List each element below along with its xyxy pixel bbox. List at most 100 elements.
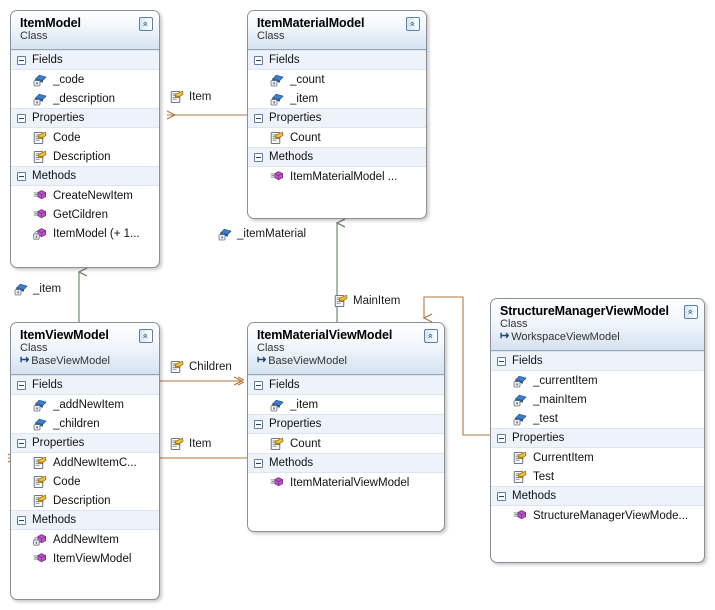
member-label: AddNewItemC... — [53, 456, 137, 469]
member-row[interactable]: Test — [491, 467, 704, 486]
collapse-chevron-icon[interactable]: « — [139, 329, 153, 343]
member-label: CurrentItem — [533, 451, 594, 464]
member-row[interactable]: CurrentItem — [491, 448, 704, 467]
method-icon — [33, 208, 46, 218]
member-row[interactable]: ItemMaterialViewModel — [248, 473, 444, 492]
collapse-box-icon[interactable] — [254, 113, 263, 123]
compartment-header-properties[interactable]: Properties — [491, 428, 704, 448]
connector-label-lbl-children[interactable]: Children — [170, 360, 232, 374]
member-row[interactable]: AddNewItemC... — [11, 453, 159, 472]
compartment-header-methods[interactable]: Methods — [11, 166, 159, 186]
member-row[interactable]: ItemModel (+ 1... — [11, 224, 159, 243]
method-icon — [513, 509, 526, 519]
member-row[interactable]: ItemMaterialModel ... — [248, 167, 426, 186]
member-label: CreateNewItem — [53, 189, 133, 202]
member-row[interactable]: _test — [491, 409, 704, 428]
connector-label-lbl-item-bottom[interactable]: Item — [170, 437, 211, 451]
collapse-box-icon[interactable] — [254, 55, 263, 65]
compartment-header-properties[interactable]: Properties — [248, 414, 444, 434]
connector-label-lbl-item-left[interactable]: _item — [14, 282, 61, 296]
member-row[interactable]: _count — [248, 70, 426, 89]
member-row[interactable]: _currentItem — [491, 371, 704, 390]
class-base-label: WorkspaceViewModel — [511, 331, 620, 343]
connector-label-lbl-itemmaterial[interactable]: _itemMaterial — [218, 227, 306, 241]
member-row[interactable]: _item — [248, 395, 444, 414]
member-label: GetCildren — [53, 208, 108, 221]
member-label: ItemMaterialModel ... — [290, 170, 398, 183]
collapse-box-icon[interactable] — [254, 419, 263, 429]
class-kind: Class — [257, 342, 285, 354]
collapse-chevron-icon[interactable]: « — [406, 17, 420, 31]
member-row[interactable]: Description — [11, 491, 159, 510]
compartment-header-properties[interactable]: Properties — [11, 108, 159, 128]
member-row[interactable]: _item — [248, 89, 426, 108]
collapse-chevron-icon[interactable]: « — [424, 329, 438, 343]
compartment-header-fields[interactable]: Fields — [248, 375, 444, 395]
member-label: _addNewItem — [53, 398, 124, 411]
member-row[interactable]: _children — [11, 414, 159, 433]
compartment-header-methods[interactable]: Methods — [491, 486, 704, 506]
member-row[interactable]: CreateNewItem — [11, 186, 159, 205]
member-row[interactable]: _description — [11, 89, 159, 108]
member-row[interactable]: Code — [11, 472, 159, 491]
compartment-header-properties[interactable]: Properties — [11, 433, 159, 453]
member-label: Code — [53, 475, 81, 488]
member-row[interactable]: _mainItem — [491, 390, 704, 409]
compartment-label: Methods — [269, 151, 314, 163]
collapse-chevron-icon[interactable]: « — [139, 17, 153, 31]
collapse-box-icon[interactable] — [17, 55, 26, 65]
collapse-box-icon[interactable] — [497, 356, 506, 366]
collapse-box-icon[interactable] — [497, 491, 506, 501]
member-row[interactable]: _addNewItem — [11, 395, 159, 414]
connector-label-lbl-item-top[interactable]: Item — [170, 90, 211, 104]
connector-label-lbl-mainitem[interactable]: MainItem — [334, 294, 400, 308]
compartment-header-methods[interactable]: Methods — [11, 510, 159, 530]
member-row[interactable]: GetCildren — [11, 205, 159, 224]
collapse-chevron-icon[interactable]: « — [684, 305, 698, 319]
compartment-label: Methods — [512, 490, 557, 502]
class-base-label: BaseViewModel — [268, 355, 347, 367]
compartment-header-methods[interactable]: Methods — [248, 147, 426, 167]
member-row[interactable]: Count — [248, 128, 426, 147]
compartment-header-methods[interactable]: Methods — [248, 453, 444, 473]
collapse-box-icon[interactable] — [17, 515, 26, 525]
member-row[interactable]: Description — [11, 147, 159, 166]
member-row[interactable]: StructureManagerViewMode... — [491, 506, 704, 525]
field-icon — [513, 394, 527, 406]
collapse-box-icon[interactable] — [254, 380, 263, 390]
collapse-box-icon[interactable] — [17, 438, 26, 448]
compartment-header-properties[interactable]: Properties — [248, 108, 426, 128]
member-row[interactable]: _code — [11, 70, 159, 89]
collapse-box-icon[interactable] — [254, 152, 263, 162]
member-row[interactable]: ItemViewModel — [11, 549, 159, 568]
member-row[interactable]: AddNewItem — [11, 530, 159, 549]
collapse-box-icon[interactable] — [17, 380, 26, 390]
collapse-box-icon[interactable] — [17, 113, 26, 123]
collapse-box-icon[interactable] — [497, 433, 506, 443]
member-label: Description — [53, 150, 111, 163]
member-row[interactable]: Count — [248, 434, 444, 453]
compartment-header-fields[interactable]: Fields — [11, 50, 159, 70]
property-icon — [170, 437, 184, 451]
collapse-box-icon[interactable] — [254, 458, 263, 468]
member-row[interactable]: Code — [11, 128, 159, 147]
compartment-header-fields[interactable]: Fields — [11, 375, 159, 395]
compartment-header-fields[interactable]: Fields — [491, 351, 704, 371]
collapse-box-icon[interactable] — [17, 171, 26, 181]
compartment-header-fields[interactable]: Fields — [248, 50, 426, 70]
property-icon — [33, 456, 47, 469]
class-kind: Class — [20, 30, 48, 42]
